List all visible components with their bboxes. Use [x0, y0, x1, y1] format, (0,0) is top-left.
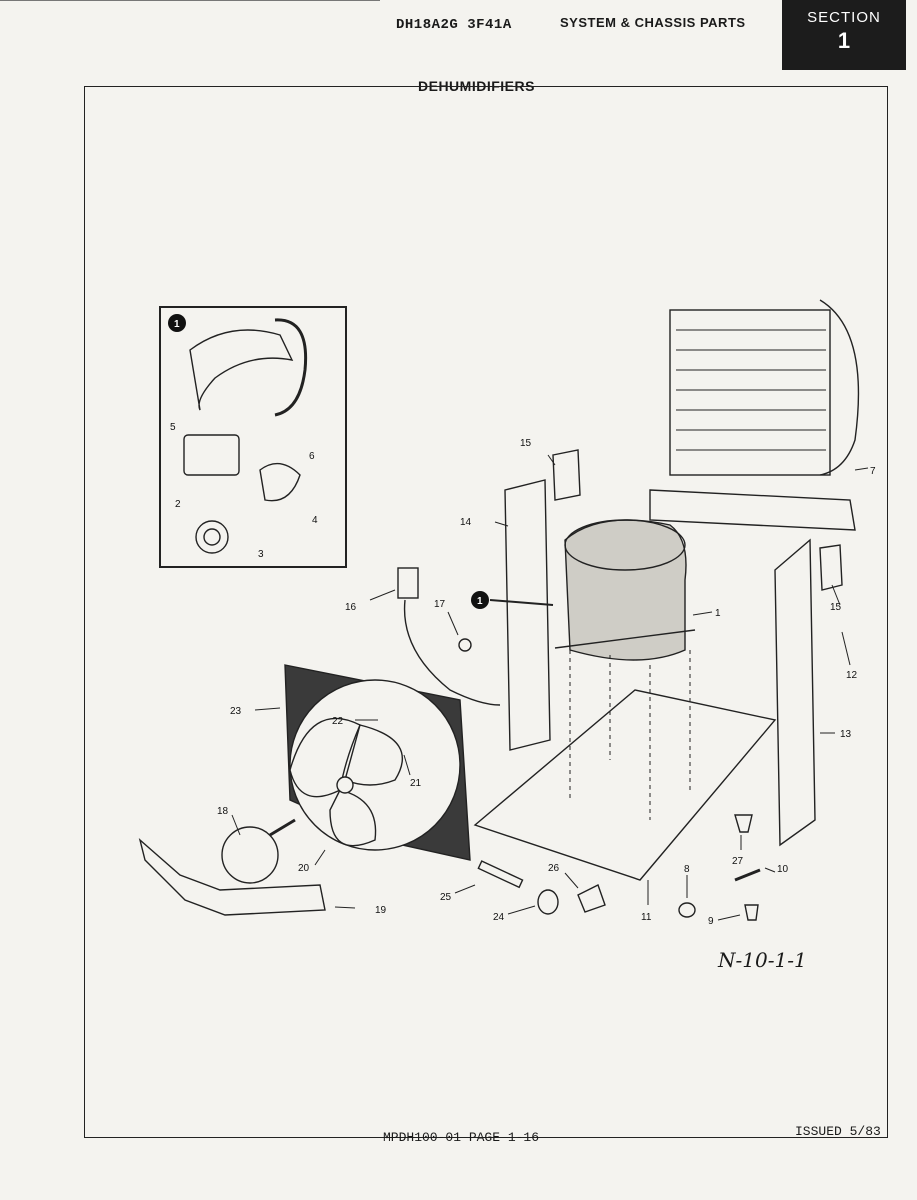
callout-5: 5 — [170, 422, 176, 433]
section-badge: SECTION 1 — [782, 0, 906, 70]
drawing-code: N-10-1-1 — [718, 948, 807, 972]
callout-22: 22 — [332, 716, 344, 727]
part-17 — [458, 638, 472, 652]
callout-12: 12 — [846, 670, 858, 681]
part-27 — [734, 814, 753, 833]
part-26 — [577, 884, 606, 913]
part-25 — [477, 860, 524, 889]
callout-7: 7 — [870, 466, 876, 477]
footer-issued: ISSUED 5/83 — [795, 1124, 881, 1139]
callout-21: 21 — [410, 778, 422, 789]
part-9 — [744, 904, 759, 921]
inset-part-6-strap — [274, 318, 308, 417]
bracket-15-left — [552, 449, 581, 501]
motor-bracket-19 — [138, 838, 326, 916]
callout-26: 26 — [548, 863, 560, 874]
inset-part-4-clip — [259, 462, 301, 502]
section-title: SYSTEM & CHASSIS PARTS — [560, 15, 746, 30]
callout-15-right: 15 — [830, 602, 842, 613]
condenser-tube — [819, 299, 860, 476]
callout-25: 25 — [440, 892, 452, 903]
callout-4: 4 — [312, 515, 318, 526]
section-label: SECTION — [807, 9, 881, 26]
callout-3: 3 — [258, 549, 264, 560]
cord-plug — [397, 567, 419, 599]
callout-24: 24 — [493, 912, 505, 923]
model-number: DH18A2G 3F41A — [396, 17, 512, 33]
compressor-base — [554, 629, 696, 649]
callout-17: 17 — [434, 599, 446, 610]
callout-23: 23 — [230, 706, 242, 717]
callout-9: 9 — [708, 916, 714, 927]
coil-bracket-12 — [649, 489, 856, 531]
callout-2: 2 — [175, 499, 181, 510]
fan-motor-18 — [221, 826, 279, 884]
scan-edge-line — [0, 0, 380, 1]
part-8 — [678, 902, 696, 918]
callout-6: 6 — [309, 451, 315, 462]
callout-15-left: 15 — [520, 438, 532, 449]
callout-11: 11 — [641, 912, 652, 923]
callout-19: 19 — [375, 905, 387, 916]
inset-marker-number: 1 — [174, 319, 180, 330]
base-plate-11 — [473, 689, 777, 881]
inset-part-5-cover — [189, 329, 294, 411]
side-bracket-14 — [504, 479, 551, 751]
callout-1: 1 — [715, 608, 721, 619]
main-marker-circle — [471, 591, 489, 609]
callout-18: 18 — [217, 806, 229, 817]
main-marker-number: 1 — [477, 596, 483, 607]
callout-14: 14 — [460, 517, 472, 528]
callout-8: 8 — [684, 864, 690, 875]
condenser-coil — [669, 309, 831, 476]
callout-20: 20 — [298, 863, 310, 874]
part-10 — [734, 868, 761, 882]
section-number: 1 — [837, 28, 851, 53]
bracket-15-right — [819, 544, 843, 591]
inset-part-3-overload — [195, 520, 229, 554]
inset-marker-circle — [168, 314, 186, 332]
callout-27: 27 — [732, 856, 744, 867]
power-cord-16 — [403, 599, 501, 706]
side-bracket-13 — [774, 538, 816, 847]
callout-13: 13 — [840, 729, 852, 740]
diagram-frame — [84, 86, 888, 1138]
callout-10: 10 — [777, 864, 789, 875]
footer-doc-page: MPDH100-01 PAGE 1-16 — [383, 1130, 540, 1145]
inset-box — [159, 306, 347, 568]
callout-16: 16 — [345, 602, 357, 613]
part-24 — [537, 889, 559, 915]
inset-part-2-relay — [183, 434, 240, 476]
